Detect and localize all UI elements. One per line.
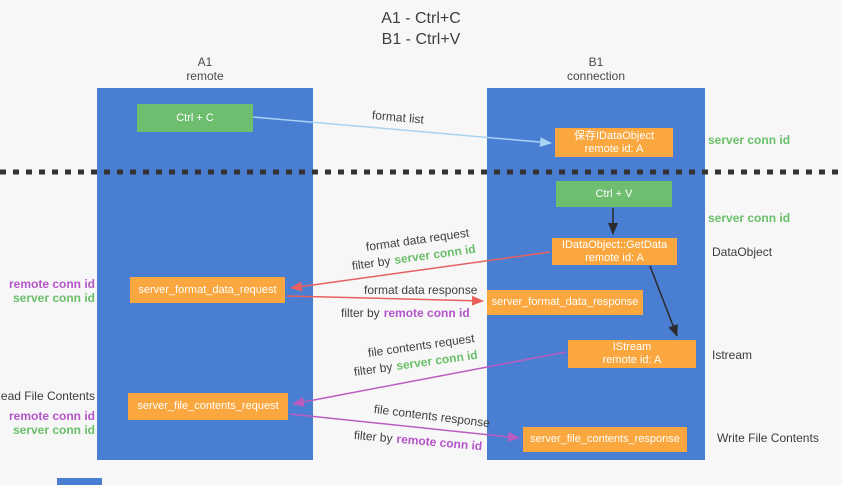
label-format-list: format list: [371, 108, 425, 127]
node-server-format-data-response: server_format_data_response: [487, 290, 643, 315]
node-idataobject-getdata-line1: IDataObject::GetData: [561, 238, 668, 251]
node-ctrl-v: Ctrl + V: [556, 181, 672, 207]
label-filter-prefix-1: filter by: [351, 253, 392, 273]
annotation-dataobject: DataObject: [712, 245, 773, 259]
lane-b-header: B1 connection: [487, 55, 705, 83]
label-filter-prefix-2: filter by: [341, 306, 380, 320]
node-ctrl-c-label: Ctrl + C: [176, 111, 214, 124]
node-istream-line1: IStream: [612, 341, 652, 353]
lane-a-role: remote: [186, 69, 224, 83]
node-server-file-contents-response: server_file_contents_response: [523, 427, 687, 452]
annotation-server-conn-id-top: server conn id: [708, 133, 791, 147]
node-ctrl-c: Ctrl + C: [137, 104, 253, 132]
annotation-istream: Istream: [712, 348, 753, 362]
lane-a-name: A1: [197, 55, 213, 69]
node-idataobject-getdata-line2: remote id: A: [585, 251, 644, 264]
lane-b-role: connection: [566, 69, 626, 83]
label-filter-prefix-3: filter by: [353, 359, 394, 379]
annotation-format-server-conn-id: server conn id: [12, 291, 95, 305]
title-line-1: A1 - Ctrl+C: [381, 10, 461, 27]
label-filter-highlight-2: remote conn id: [383, 306, 470, 320]
annotation-read-file-contents: Read File Contents: [0, 389, 95, 403]
node-save-idataobject-line2: remote id: A: [584, 142, 644, 155]
label-format-data-response: format data response: [364, 283, 478, 297]
annotation-read-file-contents-group: Read File Contents remote conn id server…: [0, 389, 95, 437]
cropped-bottom-element: [57, 478, 102, 485]
label-filter-prefix-4: filter by: [353, 428, 394, 446]
annotation-file-remote-conn-id: remote conn id: [8, 409, 95, 423]
lane-b-name: B1: [588, 55, 604, 69]
label-file-contents-response: file contents response: [373, 402, 491, 431]
node-server-format-data-request: server_format_data_request: [130, 277, 285, 303]
annotation-server-conn-id-mid: server conn id: [708, 211, 791, 225]
annotation-file-server-conn-id: server conn id: [12, 423, 95, 437]
label-filter-highlight-4: remote conn id: [395, 431, 483, 454]
node-server-file-contents-request-label: server_file_contents_request: [137, 400, 279, 412]
node-save-idataobject: 保存IDataObject remote id: A: [555, 128, 673, 157]
node-istream: IStream remote id: A: [568, 340, 696, 368]
diagram-title: A1 - Ctrl+C B1 - Ctrl+V: [0, 8, 842, 50]
node-idataobject-getdata: IDataObject::GetData remote id: A: [552, 238, 677, 265]
node-server-format-data-response-label: server_format_data_response: [491, 296, 639, 308]
annotation-format-conn-ids: remote conn id server conn id: [9, 277, 95, 305]
node-istream-line2: remote id: A: [602, 354, 662, 366]
annotation-write-file-contents: Write File Contents: [717, 431, 819, 445]
title-line-2: B1 - Ctrl+V: [381, 31, 461, 48]
node-save-idataobject-line1: 保存IDataObject: [573, 129, 655, 142]
node-server-format-data-request-label: server_format_data_request: [138, 283, 277, 296]
lane-a-header: A1 remote: [97, 55, 313, 83]
node-server-file-contents-response-label: server_file_contents_response: [530, 433, 680, 445]
node-ctrl-v-label: Ctrl + V: [595, 187, 633, 200]
annotation-format-remote-conn-id: remote conn id: [8, 277, 95, 291]
node-server-file-contents-request: server_file_contents_request: [128, 393, 288, 420]
